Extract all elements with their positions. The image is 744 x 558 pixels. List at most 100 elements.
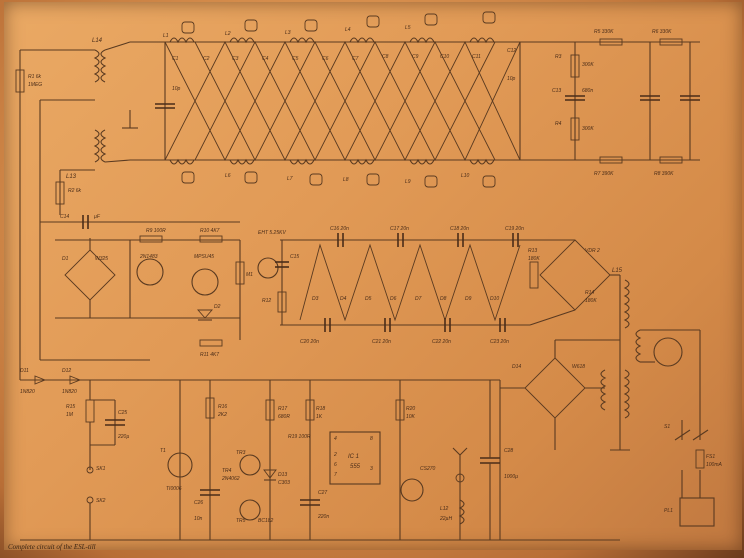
label-r2: R2 6k — [68, 188, 82, 194]
label-l12: L12 — [440, 506, 449, 512]
label-r14: R14 — [585, 290, 594, 296]
label-sk1: SK1 — [96, 466, 106, 472]
book-page — [4, 2, 742, 550]
label-r7: R7 390K — [594, 171, 614, 177]
label-l1: L1 — [163, 33, 169, 39]
label-t1: T1 — [160, 448, 166, 454]
label-r16: R16 — [218, 404, 227, 410]
label-d13-type: C303 — [278, 480, 290, 486]
label-r11: R11 4K7 — [200, 352, 219, 358]
label-tr4: TR4 — [222, 468, 232, 474]
label-l8: L8 — [343, 177, 349, 183]
label-ic1-pin4: 4 — [334, 436, 337, 442]
label-eht: EHT 5.25KV — [258, 230, 286, 236]
label-tr5-type: BC182 — [258, 518, 274, 524]
label-l2: L2 — [225, 31, 231, 37]
label-c11: C11 — [472, 54, 481, 60]
label-d14: D14 — [512, 364, 521, 370]
label-c23: C23 20n — [490, 339, 509, 345]
label-l14: L14 — [92, 38, 103, 44]
label-pl1: PL1 — [664, 508, 673, 514]
label-r3: R3 — [555, 54, 562, 60]
label-fs1-value: 100mA — [706, 462, 723, 468]
label-c10: C10 — [440, 54, 449, 60]
label-r18-value: 1K — [316, 414, 323, 420]
label-c7: C7 — [352, 56, 359, 62]
label-c1: C1 — [172, 56, 179, 62]
label-t1-type: TI0006 — [166, 486, 182, 492]
label-tr4-type: 2N4062 — [221, 476, 240, 482]
label-r17-value: 680R — [278, 414, 290, 420]
label-vdr: VDR 2 — [585, 248, 600, 254]
label-l13: L13 — [66, 174, 77, 180]
label-d4: D4 — [340, 296, 347, 302]
label-tr1: 2N1483 — [139, 254, 158, 260]
label-ic1-pin6: 6 — [334, 462, 337, 468]
label-r1: R1 6k — [28, 74, 42, 80]
label-d11: D11 — [20, 368, 29, 374]
label-l15: L15 — [612, 268, 623, 274]
label-c3: C3 — [232, 56, 239, 62]
label-tr2: MPSU45 — [194, 254, 214, 260]
label-r1-value: 1MEG — [28, 82, 42, 88]
driver-transistors — [129, 235, 245, 347]
label-c5: C5 — [292, 56, 299, 62]
label-cs270: CS270 — [420, 466, 436, 472]
label-r3-value: 300K — [582, 62, 594, 68]
label-d3: D3 — [312, 296, 319, 302]
label-c16: C16 20n — [330, 226, 349, 232]
label-r20: R20 — [406, 406, 415, 412]
label-l5: L5 — [405, 25, 411, 31]
label-r8: R8 390K — [654, 171, 674, 177]
label-r5: R5 330K — [594, 29, 614, 35]
label-l9: L9 — [405, 179, 411, 185]
bridge-d14 — [500, 339, 620, 450]
label-r13: R13 — [528, 248, 537, 254]
label-m1: M1 — [246, 272, 253, 278]
label-c25: C25 — [118, 410, 127, 416]
label-c13-value: 680n — [582, 88, 593, 94]
label-c12-value: 10p — [507, 76, 516, 82]
label-c15: C15 — [290, 254, 299, 260]
label-d13: D13 — [278, 472, 287, 478]
label-ic1-type: 555 — [350, 464, 361, 470]
label-c26-value: 10n — [194, 516, 203, 522]
label-c13: C13 — [552, 88, 561, 94]
label-c4: C4 — [262, 56, 269, 62]
label-r12: R12 — [262, 298, 271, 304]
label-l4: L4 — [345, 27, 351, 33]
label-c6: C6 — [322, 56, 329, 62]
label-r14-value: 180K — [585, 298, 597, 304]
figure-caption: Complete circuit of the ESL-till — [8, 543, 96, 551]
label-c28: C28 — [504, 448, 513, 454]
label-r13-value: 180K — [528, 256, 540, 262]
label-d12-value: 1N820 — [62, 389, 77, 395]
label-c2: C2 — [203, 56, 210, 62]
label-r4: R4 — [555, 121, 562, 127]
label-r20-value: 10K — [406, 414, 416, 420]
label-d10: D10 — [490, 296, 499, 302]
label-tr5: TR5 — [236, 518, 246, 524]
label-d7: D7 — [415, 296, 422, 302]
label-d5: D5 — [365, 296, 372, 302]
label-d8: D8 — [440, 296, 447, 302]
label-d14-type: W618 — [572, 364, 585, 370]
eht-multiplier — [257, 233, 530, 332]
label-d1: D1 — [62, 256, 69, 262]
label-tr3: TR3 — [236, 450, 246, 456]
label-c22: C22 20n — [432, 339, 451, 345]
label-ic1-pin2: 2 — [333, 452, 337, 458]
output-bridge — [529, 239, 630, 451]
coil-cores — [181, 11, 496, 188]
label-c12: C12 — [507, 48, 516, 54]
label-c17: C17 20n — [390, 226, 409, 232]
component-labels: L14 R1 6k 1MEG L13 R2 6k C14 µF D1 W325 … — [20, 25, 723, 524]
label-c20: C20 20n — [300, 339, 319, 345]
label-c25-value: 220µ — [117, 434, 129, 440]
label-ic1: IC 1 — [348, 454, 359, 460]
label-r4-value: 300K — [582, 126, 594, 132]
label-r17: R17 — [278, 406, 287, 412]
label-r19: R19 100R — [288, 434, 311, 440]
label-r10: R10 4K7 — [200, 228, 220, 234]
